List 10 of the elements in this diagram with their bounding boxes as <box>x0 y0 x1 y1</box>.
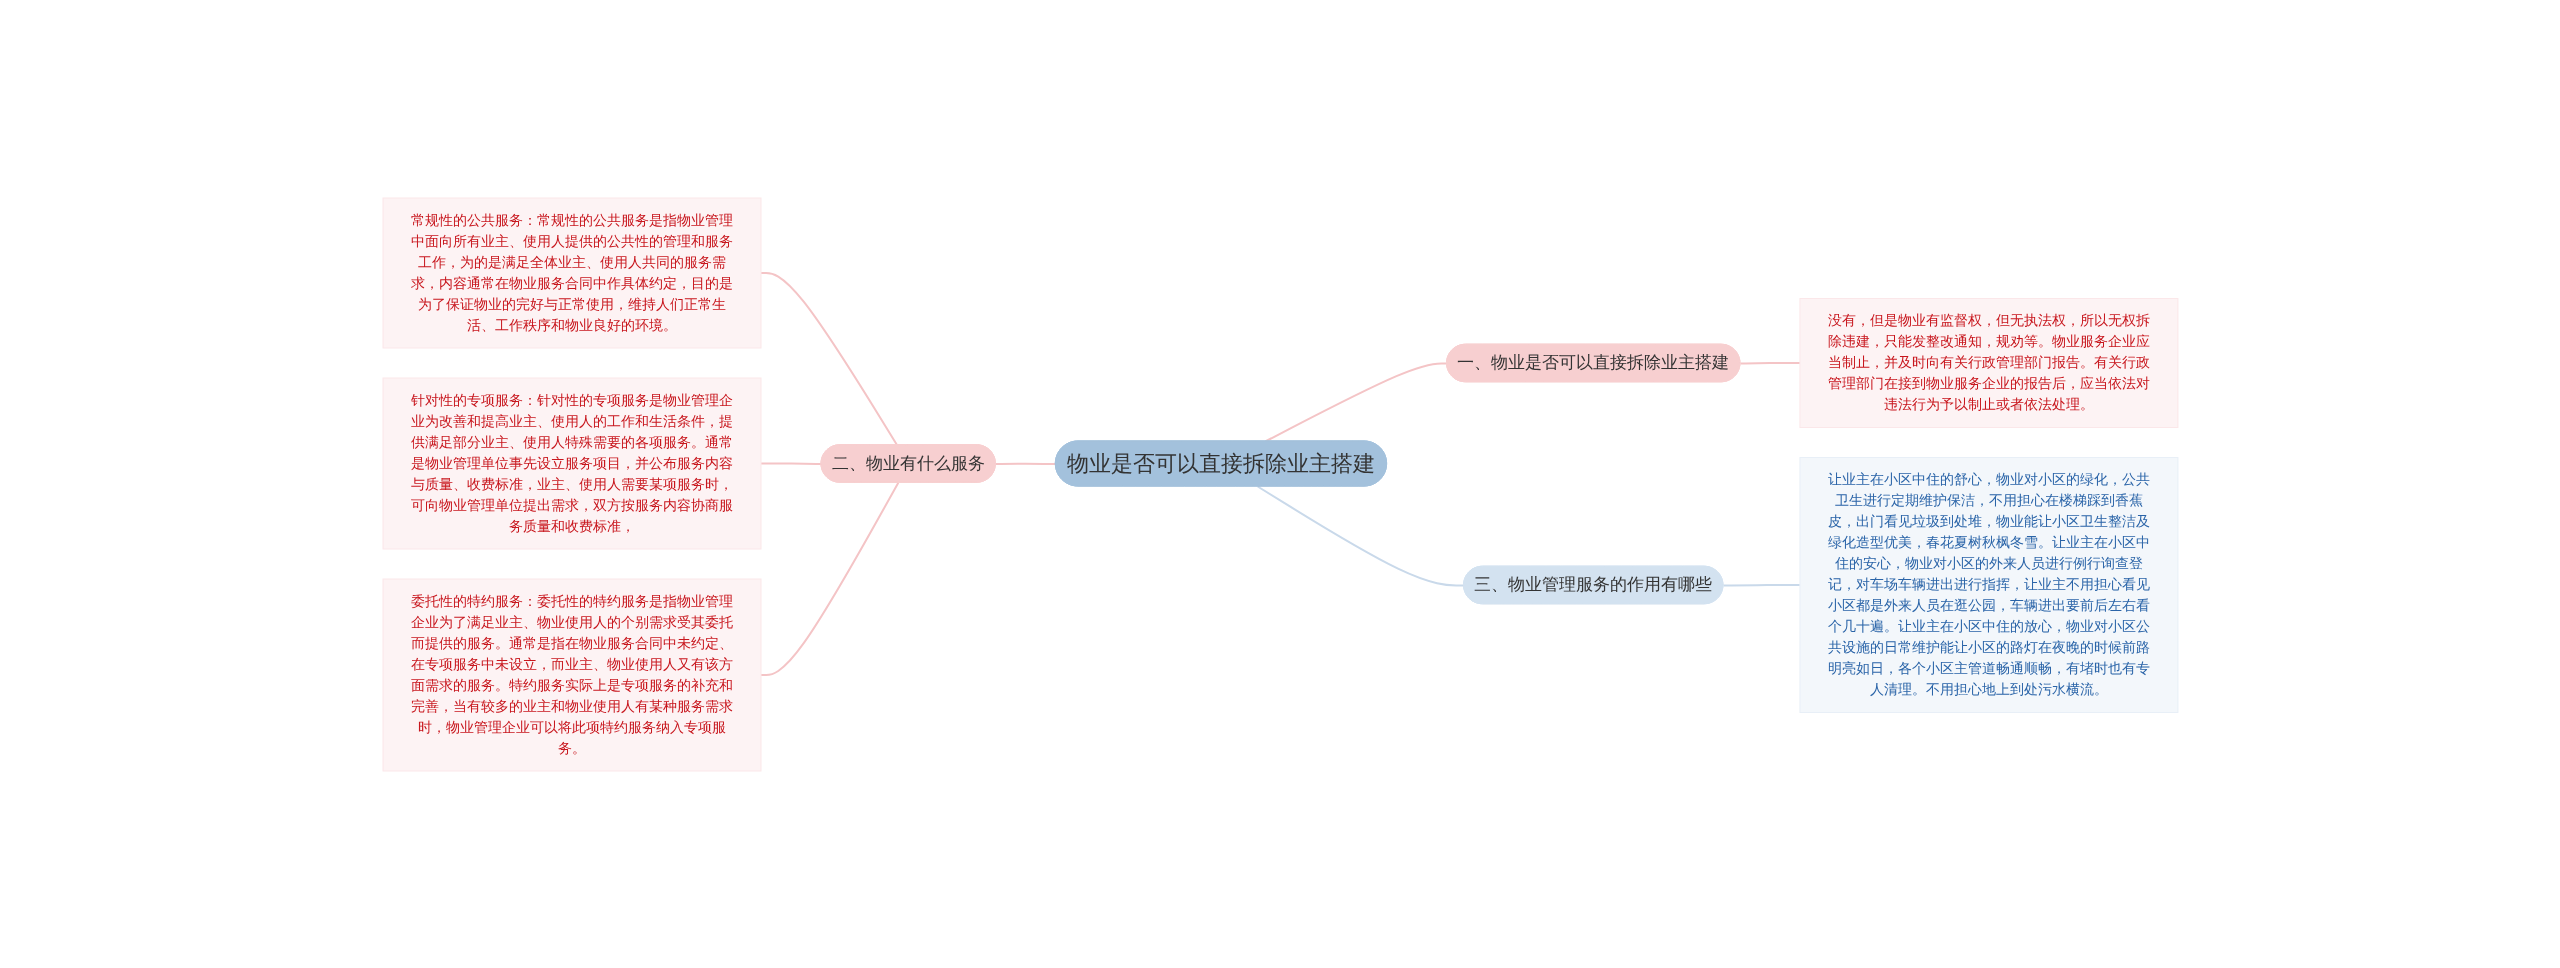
connector <box>1256 485 1465 586</box>
node-box: 常规性的公共服务：常规性的公共服务是指物业管理中面向所有业主、使用人提供的公共性的管理和服务工作，为的是满足全体业主、使用人共同的服务需求，内容通常在物业服务合同中作具体约定，目的是为了保证物业的完好与正常使用，维持人们正常生活、工作秩序和物业良好的环境。 <box>382 197 762 348</box>
connector <box>759 271 898 446</box>
connector <box>1738 361 1801 364</box>
node-box: 没有，但是物业有监督权，但无执法权，所以无权拆除违建，只能发整改通知，规劝等。物业服务企业应当制止，并及时向有关行政管理部门报告。有关行政管理部门在接到物业服务企业的报告后，应当依法对违法行为予以制止或者依法处理。 <box>1798 297 2178 428</box>
node-box: 让业主在小区中住的舒心，物业对小区的绿化，公共卫生进行定期维护保洁，不用担心在楼梯踩到香蕉皮，出门看见垃圾到处堆，物业能让小区卫生整洁及绿化造型优美，春花夏树秋枫冬雪。让业主在小区中住的安心，物业对小区的外来人员进行例行询查登记，对车场车辆进出进行指挥，让业主不用担心看见小区都是外来人员在逛公园，车辆进出要前后左右看个几十遍。让业主在小区中住的放心，物业对小区公共设施的日常维护能让小区的路灯在夜晚的时候前路明亮如日，各个小区主管道畅通顺畅，有堵时也有专人清理。不用担心地上到处污水横流。 <box>1798 456 2178 713</box>
node-box: 委托性的特约服务：委托性的特约服务是指物业管理企业为了满足业主、物业使用人的个别需求受其委托而提供的服务。通常是指在物业服务合同中未约定、在专项服务中未设立，而业主、物业使用人又有该方面需求的服务。特约服务实际上是专项服务的补充和完善，当有较多的业主和物业使用人有某种服务需求时，物业管理企业可以将此项特约服务纳入专项服务。 <box>382 578 762 771</box>
node-box: 针对性的专项服务：针对性的专项服务是物业管理企业为改善和提高业主、使用人的工作和生活条件，提供满足部分业主、使用人特殊需要的各项服务。通常是物业管理单位事先设立服务项目，并公布服务内容与质量、收费标准，业主、使用人需要某项服务时，可向物业管理单位提出需求，双方按服务内容协商服务质量和收费标准， <box>382 377 762 549</box>
connector <box>759 481 899 676</box>
connector <box>1721 583 1801 586</box>
